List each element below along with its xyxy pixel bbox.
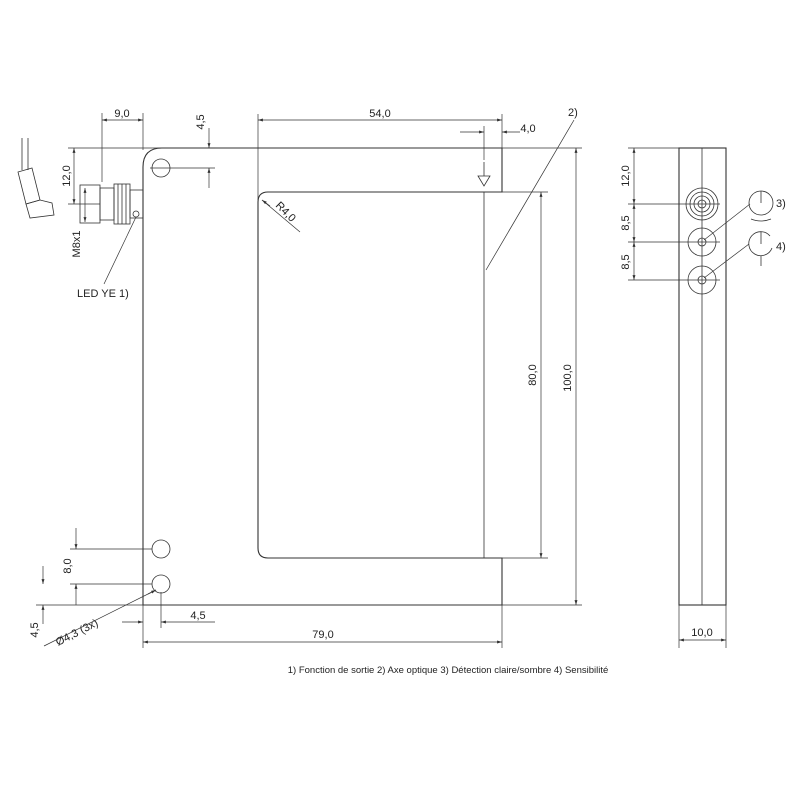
mounting-hole-bottom-upper [151, 539, 171, 559]
dim-hole-diameter: Ø4,3 (3x) [54, 617, 100, 649]
dim-100: 100,0 [562, 364, 574, 392]
dim-4: 4,0 [520, 123, 535, 135]
dim-79: 79,0 [312, 629, 333, 641]
dim-side-10: 10,0 [691, 627, 712, 639]
side-view [628, 147, 774, 648]
led-indicator [132, 210, 140, 218]
emitter-arrow [477, 162, 491, 187]
dim-80: 80,0 [527, 364, 539, 385]
dim-m8x1: M8x1 [71, 231, 83, 258]
dim-8-bottom: 8,0 [62, 558, 74, 573]
callout-led: LED YE 1) [77, 288, 129, 300]
dim-side-8-5-a: 8,5 [620, 215, 632, 230]
dim-12-left: 12,0 [61, 165, 73, 186]
side-body-outline [678, 147, 727, 606]
dim-4-5-bottom-h: 4,5 [190, 610, 205, 622]
callout-detection: 3) [776, 198, 786, 210]
dimension-lines [36, 113, 582, 648]
front-view [17, 138, 503, 606]
callout-sensitivity: 4) [776, 241, 786, 253]
callout-optical-axis: 2) [568, 107, 578, 119]
dim-4-5-top: 4,5 [195, 114, 207, 129]
dim-side-12: 12,0 [620, 165, 632, 186]
dim-54: 54,0 [369, 108, 390, 120]
dim-9: 9,0 [114, 108, 129, 120]
fork-body-outline [142, 147, 503, 606]
dim-side-8-5-b: 8,5 [620, 254, 632, 269]
legend-text: 1) Fonction de sortie 2) Axe optique 3) … [288, 665, 609, 676]
cable-connector-icon [17, 138, 55, 219]
dim-4-5-bottom-v: 4,5 [29, 622, 41, 637]
sensitivity-pot-icon [703, 231, 773, 279]
light-dark-switch-icon [703, 190, 774, 241]
